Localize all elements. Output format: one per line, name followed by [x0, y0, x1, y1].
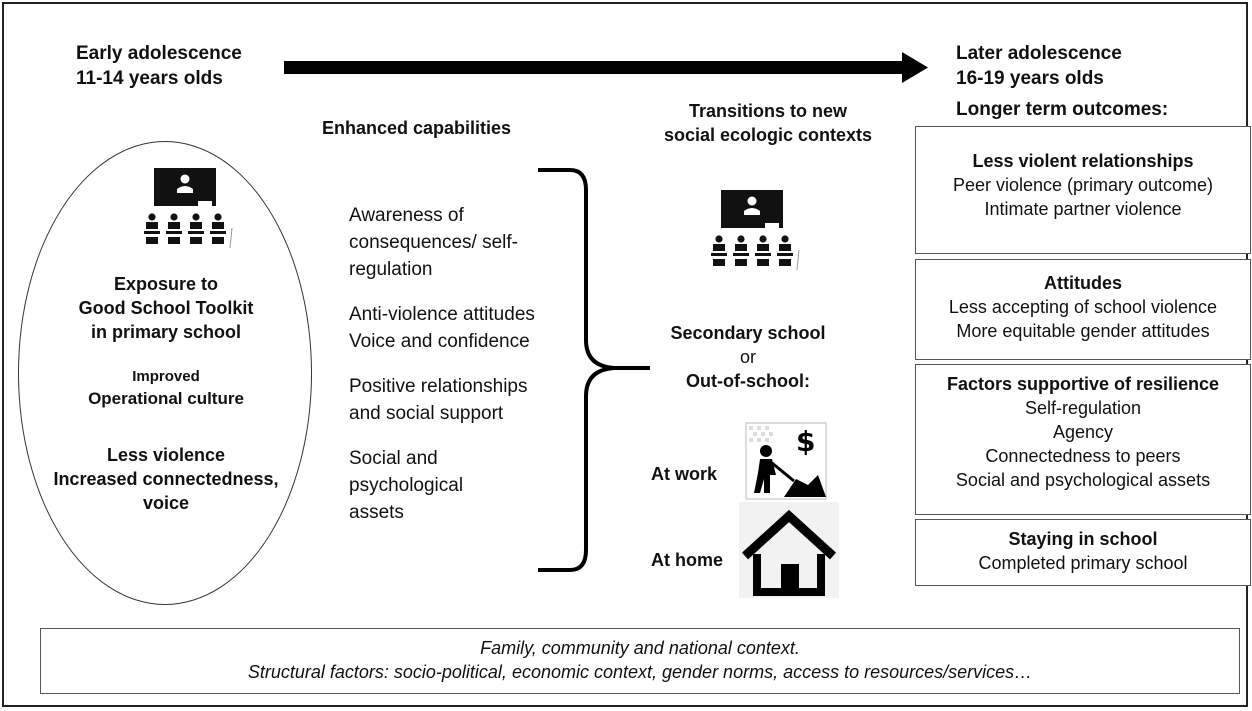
at-home-label: At home — [651, 550, 723, 570]
capability-assets: Social and psychological assets — [349, 448, 464, 523]
later-adolescence-label: Later adolescence 16-19 years olds Longe… — [956, 43, 1169, 120]
primary-school-ellipse — [18, 141, 312, 605]
dollar-sign: $ — [796, 425, 815, 458]
capabilities-header: Enhanced capabilities — [322, 118, 512, 138]
operational-culture-label: Improved Operational culture — [88, 368, 244, 408]
outcome-box-relationships: Less violent relationships Peer violence… — [915, 126, 1251, 254]
exposure-label: Exposure to Good School Toolkit in prima… — [78, 274, 254, 342]
worker-icon: $ — [745, 422, 827, 500]
transitions-header: Transitions to new social ecologic conte… — [663, 101, 873, 145]
context-box: Family, community and national context. … — [40, 628, 1240, 694]
outcome-box-resilience: Factors supportive of resilience Self-re… — [915, 364, 1251, 515]
classroom-icon — [711, 190, 800, 271]
capability-awareness: Awareness of consequences/ self- regulat… — [349, 205, 518, 280]
capability-attitudes: Anti-violence attitudes Voice and confid… — [349, 304, 535, 352]
house-icon — [739, 502, 839, 598]
outcome-box-staying-in-school: Staying in school Completed primary scho… — [915, 519, 1251, 586]
school-or-out-of-school: Secondary school or Out-of-school: — [670, 323, 826, 391]
at-work-label: At work — [651, 464, 718, 484]
curly-brace — [538, 168, 650, 572]
less-violence-label: Less violence Increased connectedness, v… — [53, 445, 279, 513]
capability-relationships: Positive relationships and social suppor… — [349, 376, 528, 424]
early-adolescence-label: Early adolescence 11-14 years olds — [76, 43, 242, 89]
capabilities-list: Awareness of consequences/ self- regulat… — [349, 202, 569, 544]
classroom-icon — [144, 168, 233, 249]
outcome-box-attitudes: Attitudes Less accepting of school viole… — [915, 259, 1251, 360]
